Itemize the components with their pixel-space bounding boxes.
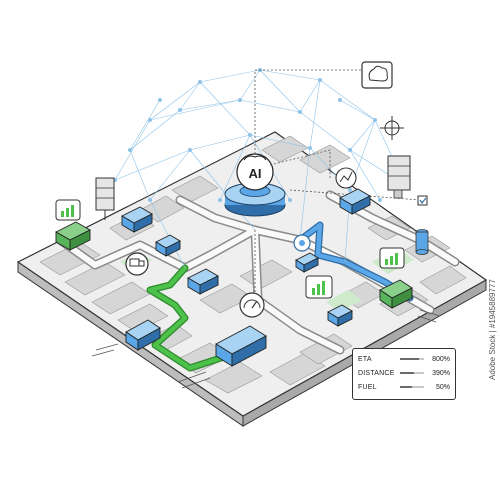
truck-blue — [125, 319, 161, 351]
metric-label: ETA — [358, 355, 372, 363]
metric-label: DISTANCE — [358, 369, 395, 377]
ai-hub: AI — [224, 153, 286, 217]
metric-bar — [400, 372, 424, 374]
truck-green-right — [379, 279, 413, 309]
truck-blue — [327, 304, 353, 327]
metric-row-distance: DISTANCE 390% — [358, 366, 450, 380]
stock-watermark: Adobe Stock | #1945889777 — [488, 279, 497, 380]
metric-bar — [400, 358, 424, 360]
metric-row-fuel: FUEL 50% — [358, 380, 450, 394]
crosshair-icon — [380, 116, 404, 140]
chart-icon — [335, 167, 357, 189]
truck-blue — [121, 206, 153, 233]
metric-bar-fill — [400, 386, 412, 388]
metric-value: 800% — [432, 355, 450, 363]
chart-icon — [379, 247, 405, 269]
truck-icon — [125, 252, 149, 276]
gauge-icon — [293, 234, 311, 252]
metric-row-eta: ETA 800% — [358, 352, 450, 366]
green-route-fill — [147, 265, 258, 371]
server-icon — [387, 155, 411, 199]
truck-green-left — [55, 221, 91, 251]
metric-bar-fill — [400, 372, 415, 374]
truck-blue — [295, 252, 319, 273]
blue-route-fill — [297, 222, 413, 301]
motion-lines — [91, 309, 441, 389]
truck-blue — [155, 234, 181, 257]
metric-label: FUEL — [358, 383, 377, 391]
chart-icon — [55, 199, 81, 221]
ai-network-nodes — [113, 68, 407, 202]
gauge-icon — [239, 292, 265, 318]
brain-icon — [243, 155, 267, 161]
metric-bar — [400, 386, 424, 388]
server-icon — [95, 177, 115, 220]
truck-blue — [339, 188, 371, 215]
metric-value: 50% — [435, 383, 450, 391]
ai-hub-label: AI — [249, 166, 262, 181]
metric-value: 390% — [432, 369, 450, 377]
chart-icon — [305, 275, 333, 299]
truck-blue-large — [215, 325, 267, 367]
truck-blue — [187, 268, 219, 295]
server-icon — [415, 229, 429, 255]
metrics-panel: ETA 800% DISTANCE 390% FUEL 50% — [352, 348, 456, 400]
brain-icon — [368, 65, 388, 82]
metric-bar-fill — [400, 358, 420, 360]
checkbox-icon — [417, 195, 428, 206]
brain-box — [361, 61, 393, 89]
